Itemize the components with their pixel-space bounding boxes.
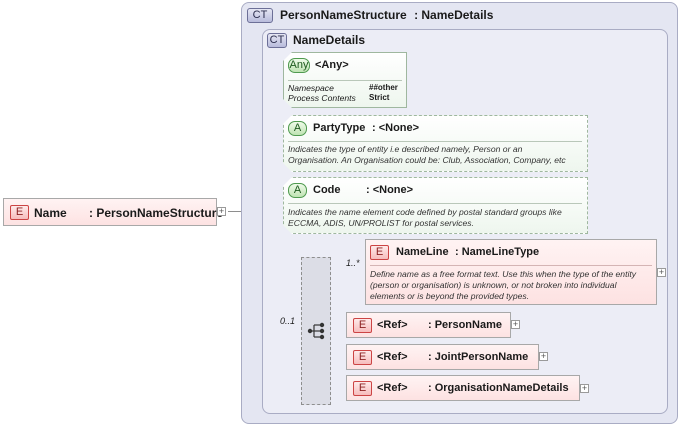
attribute-code-type: : <None> <box>366 184 414 196</box>
ref-label: <Ref> <box>377 319 408 331</box>
expand-icon[interactable]: + <box>657 267 666 277</box>
attribute-code-name: Code <box>313 184 341 196</box>
any-title: <Any> <box>315 59 349 71</box>
nameline-doc-line-1: Define name as a free format text. Use t… <box>370 269 637 279</box>
choice-cardinality: 0..1 <box>280 316 296 326</box>
expand-icon[interactable]: + <box>580 383 589 393</box>
attribute-partytype-type: : <None> <box>372 122 420 134</box>
ref-label: <Ref> <box>377 382 408 394</box>
root-element-label: Name <box>34 206 67 220</box>
element-icon: E <box>370 245 389 260</box>
attribute-separator <box>288 203 582 204</box>
any-process-value: Strict <box>369 93 390 102</box>
outer-ct-name: PersonNameStructure <box>280 8 407 22</box>
element-icon: E <box>353 350 372 365</box>
ref-element-jointpersonname[interactable]: E <Ref> : JointPersonName <box>346 344 539 370</box>
choice-icon <box>307 322 325 340</box>
element-icon: E <box>10 205 29 220</box>
any-namespace-label: Namespace <box>288 83 334 93</box>
element-nameline-name: NameLine <box>396 246 449 258</box>
nameline-doc-line-2: (person or organisation) is unknown, or … <box>370 280 617 290</box>
any-wildcard[interactable]: Any <Any> Namespace ##other Process Cont… <box>283 52 407 108</box>
element-icon: E <box>353 381 372 396</box>
ref-element-personname[interactable]: E <Ref> : PersonName <box>346 312 511 338</box>
complextype-icon: CT <box>267 33 287 48</box>
attribute-separator <box>288 141 582 142</box>
ref-personname-type: : PersonName <box>428 319 502 331</box>
outer-ct-base: : NameDetails <box>414 8 494 22</box>
attribute-code[interactable]: A Code : <None> Indicates the name eleme… <box>283 177 588 234</box>
any-separator <box>288 80 402 81</box>
expand-icon[interactable]: + <box>539 351 548 361</box>
attribute-code-doc-line-2: ECCMA, ADIS, UN/PROLIST for postal servi… <box>288 218 474 228</box>
any-process-label: Process Contents <box>288 93 356 103</box>
element-separator <box>370 265 652 266</box>
ref-label: <Ref> <box>377 351 408 363</box>
expand-icon[interactable]: + <box>217 206 226 216</box>
attribute-partytype[interactable]: A PartyType : <None> Indicates the type … <box>283 115 588 172</box>
attribute-partytype-name: PartyType <box>313 122 366 134</box>
any-icon: Any <box>289 59 309 71</box>
nameline-doc-line-3: elements or is beyond the provided types… <box>370 291 530 301</box>
element-icon: E <box>353 318 372 333</box>
any-namespace-value: ##other <box>369 83 398 92</box>
root-element-name[interactable]: E Name : PersonNameStructure <box>3 198 223 226</box>
inner-ct-title: NameDetails <box>293 33 366 47</box>
attribute-code-doc-line-1: Indicates the name element code defined … <box>288 207 562 217</box>
root-element-type: : PersonNameStructure <box>89 206 224 220</box>
attribute-partytype-doc-line-1: Indicates the type of entity i.e describ… <box>288 144 523 154</box>
element-nameline[interactable]: E NameLine : NameLineType Define name as… <box>365 239 657 305</box>
ref-organisationnamedetails-type: : OrganisationNameDetails <box>428 382 569 394</box>
attribute-icon: A <box>288 183 307 198</box>
ref-element-organisationnamedetails[interactable]: E <Ref> : OrganisationNameDetails <box>346 375 580 401</box>
choice-compositor[interactable] <box>301 257 331 405</box>
attribute-icon: A <box>288 121 307 136</box>
outer-ct-title: PersonNameStructure : NameDetails <box>280 8 493 22</box>
ref-jointpersonname-type: : JointPersonName <box>428 351 529 363</box>
complextype-extension-icon: CT <box>247 8 273 23</box>
attribute-partytype-doc-line-2: Organisation. An Organisation could be: … <box>288 155 566 165</box>
nameline-cardinality: 1..* <box>346 258 360 268</box>
element-nameline-type: : NameLineType <box>455 246 540 258</box>
expand-icon[interactable]: + <box>511 319 520 329</box>
